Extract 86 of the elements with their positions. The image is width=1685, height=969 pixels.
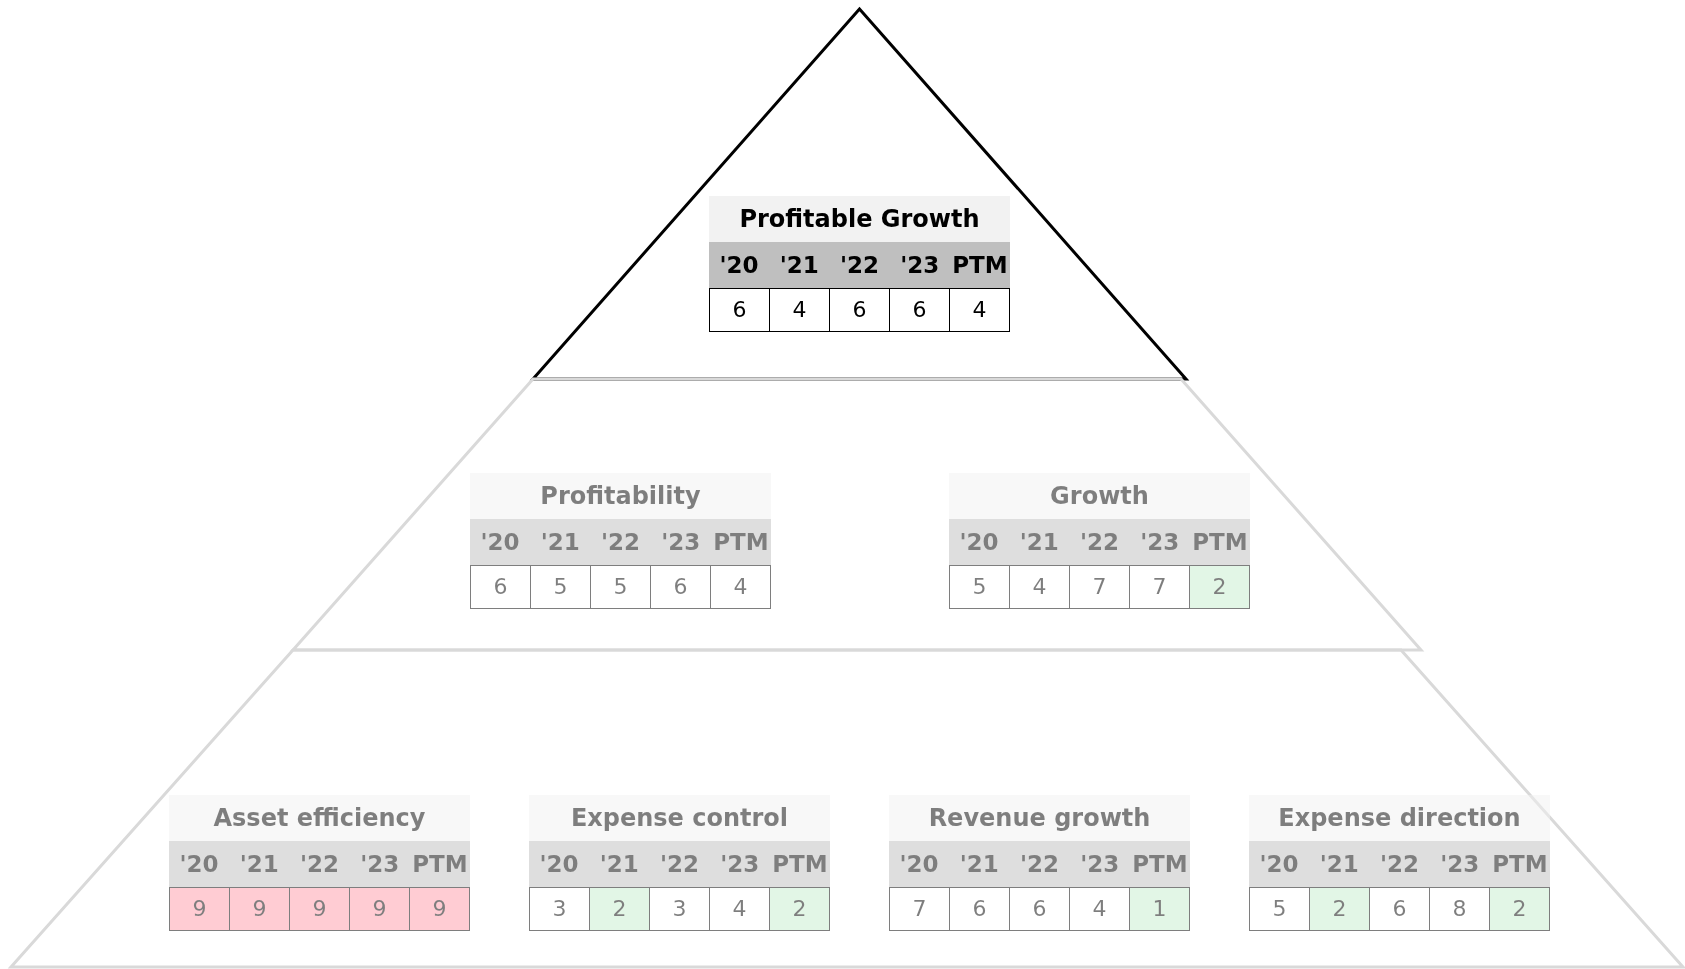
score-table: [470, 473, 771, 609]
table-title: Asset efficiency: [169, 795, 470, 841]
score-cell: 1: [1129, 888, 1189, 930]
table-title: Profitable Growth: [709, 196, 1010, 242]
table-title: Expense direction: [1249, 795, 1550, 841]
score-cell: 7: [1129, 566, 1189, 608]
score-cell: 3: [649, 888, 709, 930]
pyramid-tier: [293, 379, 1421, 650]
year-header: '22: [1078, 528, 1121, 557]
score-cell: 9: [229, 888, 289, 930]
year-header: '21: [778, 251, 820, 280]
score-cell: 6: [889, 289, 949, 331]
score-cell: 9: [170, 888, 229, 930]
pyramid-tier: [11, 650, 1683, 967]
year-header: '23: [899, 251, 941, 280]
score-cell: 4: [1009, 566, 1069, 608]
score-cell: 5: [530, 566, 590, 608]
score-cell: 5: [590, 566, 650, 608]
year-header: PTM: [951, 251, 1009, 280]
year-header: '22: [1378, 850, 1421, 879]
score-cell: 9: [349, 888, 409, 930]
year-header: '20: [178, 850, 220, 879]
score-cell: 7: [1069, 566, 1129, 608]
score-cell: 6: [829, 289, 889, 331]
year-header: PTM: [1491, 850, 1549, 879]
year-header: PTM: [712, 528, 770, 557]
year-header: '20: [718, 251, 760, 280]
year-header: '23: [1139, 528, 1181, 557]
score-cell: 6: [650, 566, 710, 608]
score-cell: 6: [1009, 888, 1069, 930]
year-header: '23: [719, 850, 761, 879]
score-cell: 2: [589, 888, 649, 930]
year-header: '22: [298, 850, 341, 879]
table-title: Revenue growth: [889, 795, 1190, 841]
score-cell: 4: [949, 289, 1009, 331]
score-cell: 9: [409, 888, 469, 930]
year-header: PTM: [771, 850, 829, 879]
year-header: PTM: [411, 850, 469, 879]
score-cell: 4: [710, 566, 770, 608]
year-header: '20: [1258, 850, 1300, 879]
table-title: Profitability: [470, 473, 771, 519]
score-cell: 4: [769, 289, 829, 331]
score-table: [949, 473, 1250, 609]
year-header: '21: [539, 528, 581, 557]
score-cell: 2: [769, 888, 829, 930]
score-cell-text: 6: [492, 573, 509, 601]
year-header: '22: [838, 251, 881, 280]
score-cell: 2: [1489, 888, 1549, 930]
score-cell: 4: [1069, 888, 1129, 930]
year-header: '20: [898, 850, 940, 879]
year-header: PTM: [1131, 850, 1189, 879]
year-header: '22: [658, 850, 701, 879]
score-cell: 6: [949, 888, 1009, 930]
year-header: PTM: [1191, 528, 1249, 557]
score-cell: 9: [289, 888, 349, 930]
year-header: '21: [1318, 850, 1360, 879]
score-cell-text: 3: [551, 895, 568, 923]
year-header: '23: [359, 850, 401, 879]
score-cell-text: 7: [911, 895, 928, 923]
year-header: '23: [1439, 850, 1481, 879]
table-title: Expense control: [529, 795, 830, 841]
score-table: [529, 795, 830, 931]
score-cell-text: 5: [1271, 895, 1288, 923]
score-cell: 6: [1369, 888, 1429, 930]
year-header: '21: [598, 850, 640, 879]
year-header: '21: [958, 850, 1000, 879]
score-table: [709, 196, 1010, 332]
year-header: '20: [538, 850, 580, 879]
year-header: '20: [479, 528, 521, 557]
score-cell: 2: [1189, 566, 1249, 608]
year-header: '21: [238, 850, 280, 879]
year-header: '23: [1079, 850, 1121, 879]
year-header: '21: [1018, 528, 1060, 557]
score-table: [889, 795, 1190, 931]
score-cell: 2: [1309, 888, 1369, 930]
year-header: '22: [1018, 850, 1061, 879]
score-cell-text: 5: [971, 573, 988, 601]
table-title: Growth: [949, 473, 1250, 519]
score-cell: 4: [709, 888, 769, 930]
year-header: '22: [599, 528, 642, 557]
score-cell: 8: [1429, 888, 1489, 930]
year-header: '23: [660, 528, 702, 557]
score-table: [1249, 795, 1550, 931]
score-table: [169, 795, 470, 931]
year-header: '20: [958, 528, 1000, 557]
score-cell-text: 6: [731, 296, 748, 324]
